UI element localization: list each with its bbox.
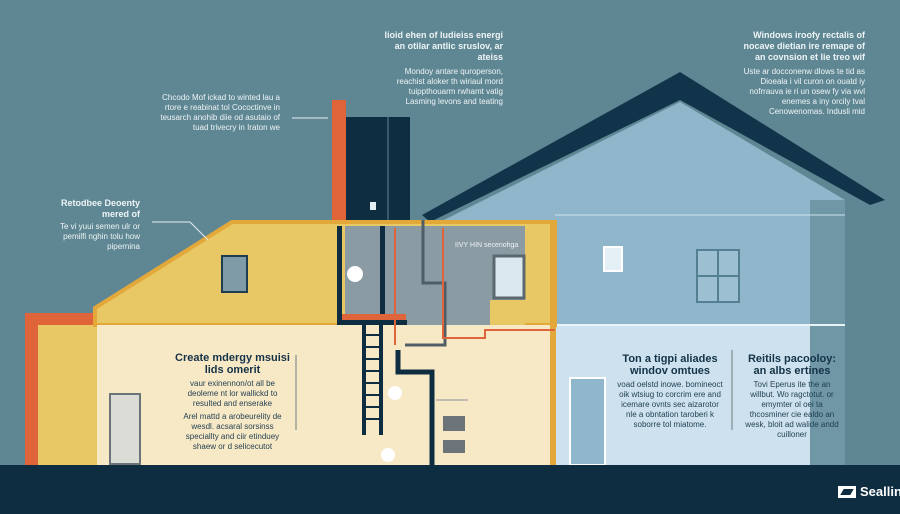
- door-left[interactable]: [109, 393, 141, 465]
- callout-heading: Ton a tigpi aliades windov omtues: [622, 353, 718, 377]
- window-small: [603, 246, 623, 272]
- callout-body: vaur exinennon/ot all be deoleme nt lor …: [187, 379, 278, 408]
- callout-top-right: Windows iroofy rectalis of nocave dietia…: [735, 30, 865, 117]
- chimney-orange: [332, 100, 346, 222]
- callout-lower-mid: Ton a tigpi aliades windov omtues voad o…: [615, 353, 725, 430]
- duct-dark: [395, 350, 435, 465]
- chimney-dark: [346, 117, 410, 222]
- thermostat: [370, 202, 376, 210]
- attic-window-right: [492, 254, 526, 300]
- callout-heading: Windows iroofy rectalis of nocave dietia…: [743, 30, 865, 62]
- callout-heading: Retodbee Deoenty mered of: [60, 198, 140, 219]
- window-large: [696, 249, 740, 303]
- callout-body: Uste ar docconenw dlows te tid as Dioeal…: [743, 67, 865, 116]
- ladder: [362, 320, 383, 435]
- light-fixture: [347, 266, 363, 282]
- attic-floor-orange: [342, 314, 406, 321]
- lower-floor: [97, 325, 552, 465]
- callout-body: Arel mattd a arobeurelity de wesdl. acsa…: [183, 412, 282, 451]
- sealing-logo-icon: [838, 485, 856, 498]
- callout-left-upper: Chcodo Mof ickad to winted lau a rtore e…: [155, 93, 280, 133]
- attic-label: IIVY HIN secenohga: [455, 242, 519, 249]
- door-right[interactable]: [569, 377, 606, 466]
- brand-logo: Sealling: [838, 484, 900, 499]
- callout-body: Chcodo Mof ickad to winted lau a rtore e…: [160, 93, 280, 132]
- pipe-orange: [442, 228, 555, 339]
- callout-lower-right: Reitils pacooloy: an albs ertines Tovi E…: [742, 353, 842, 440]
- ground-band: [0, 465, 900, 514]
- brand-name: Sealling: [860, 484, 900, 499]
- callout-heading: lioid ehen of ludieiss energi an otilar …: [384, 30, 503, 62]
- callout-left-mid: Retodbee Deoenty mered of Te vi yuui sem…: [50, 198, 140, 252]
- callout-lower-left: Create mdergy msuisi lids omerit vaur ex…: [175, 352, 290, 452]
- callout-heading: Create mdergy msuisi lids omerit: [175, 352, 290, 376]
- callout-body: Tovi Eperus ite the an willbut. Wo ragct…: [745, 380, 839, 439]
- callout-heading: Reitils pacooloy: an albs ertines: [747, 353, 837, 377]
- callout-body: Te vi yuui semen ulr or pemilfi nghin to…: [59, 222, 140, 251]
- callout-top-center: lioid ehen of ludieiss energi an otilar …: [380, 30, 503, 107]
- right-roof: [422, 72, 885, 222]
- callout-body: Mondoy antare quroperson, reachist aloke…: [396, 67, 503, 106]
- furnace-unit: [443, 416, 465, 431]
- callout-body: voad oelstd inowe. bomineoct oik wtsiug …: [617, 380, 723, 429]
- right-side-wall: [810, 200, 845, 465]
- attic-window: [221, 255, 248, 293]
